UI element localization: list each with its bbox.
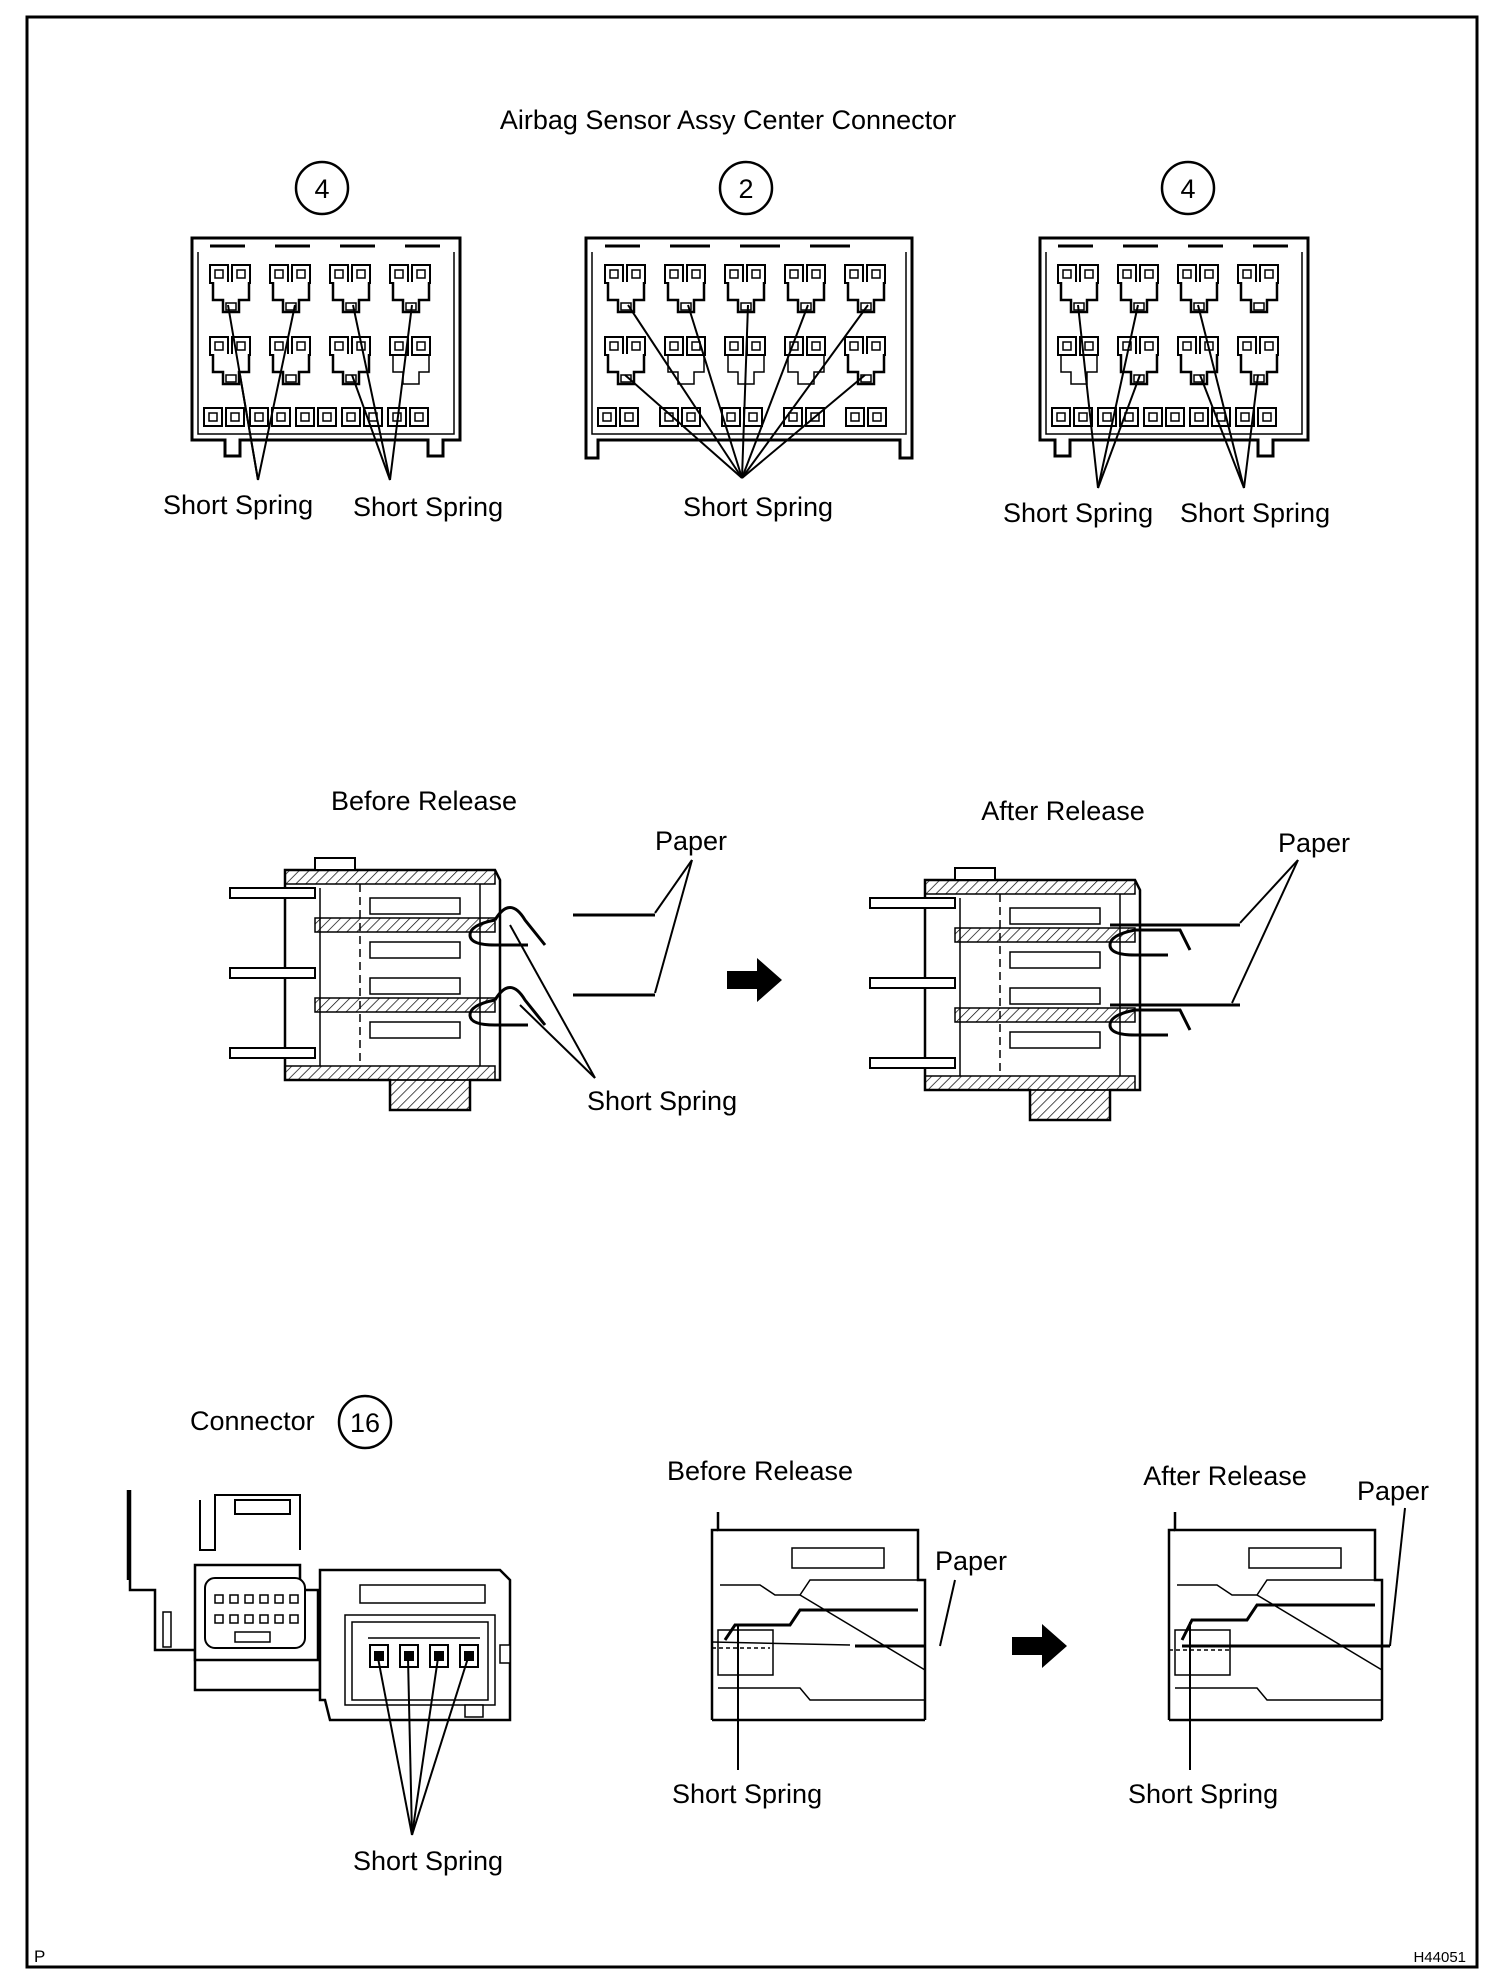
middle-after-title: After Release <box>981 796 1145 826</box>
bottom-arrow <box>1012 1624 1067 1668</box>
bottom-after-paper-label: Paper <box>1357 1476 1429 1506</box>
connector-3: 4 Short Spring Short Spring <box>1003 160 1330 528</box>
connector-3-spring-label-1: Short Spring <box>1003 498 1153 528</box>
footer-right-code: H44051 <box>1413 1949 1466 1966</box>
connector-2-spring-label: Short Spring <box>683 492 833 522</box>
connector-1-spring-label-2: Short Spring <box>353 492 503 522</box>
connector-1-number: 4 <box>314 174 329 204</box>
middle-before-paper-label: Paper <box>655 826 727 856</box>
page-frame <box>25 15 1479 1969</box>
connector-1-spring-label-1: Short Spring <box>163 490 313 520</box>
middle-before-title: Before Release <box>331 786 517 816</box>
connector-16-spring-label: Short Spring <box>353 1846 503 1876</box>
connector-3-spring-label-2: Short Spring <box>1180 498 1330 528</box>
connector-2-number: 2 <box>738 174 753 204</box>
bottom-before-spring-label: Short Spring <box>672 1779 822 1809</box>
connector-2: 2 Short Spring <box>584 160 914 522</box>
bottom-before-release: Before Release Paper Short Spring <box>667 1456 1007 1809</box>
middle-before-release: Before Release Paper Short Spring <box>228 786 737 1116</box>
bottom-before-paper-label: Paper <box>935 1546 1007 1576</box>
middle-after-release: After Release Paper <box>868 796 1350 1122</box>
connector-2-number-circle <box>718 160 774 216</box>
connector-3-number: 4 <box>1180 174 1195 204</box>
bottom-after-release: After Release Paper Short Spring <box>1128 1461 1429 1809</box>
bottom-before-title: Before Release <box>667 1456 853 1486</box>
footer-left-code: P <box>34 1947 45 1966</box>
page-title: Airbag Sensor Assy Center Connector <box>500 105 956 135</box>
connector-1-number-circle <box>294 160 350 216</box>
connector-16-label: Connector <box>190 1406 315 1436</box>
connector-16-number: 16 <box>350 1408 380 1438</box>
connector-16-number-circle <box>337 1394 393 1450</box>
connector-1: 4 Short Spring Short Spring <box>163 160 503 522</box>
middle-before-spring-label: Short Spring <box>587 1086 737 1116</box>
bottom-after-title: After Release <box>1143 1461 1307 1491</box>
middle-after-paper-label: Paper <box>1278 828 1350 858</box>
middle-arrow <box>727 958 782 1002</box>
connector-3-number-circle <box>1160 160 1216 216</box>
bottom-after-spring-label: Short Spring <box>1128 1779 1278 1809</box>
connector-16: Connector 16 Short <box>126 1394 512 1876</box>
